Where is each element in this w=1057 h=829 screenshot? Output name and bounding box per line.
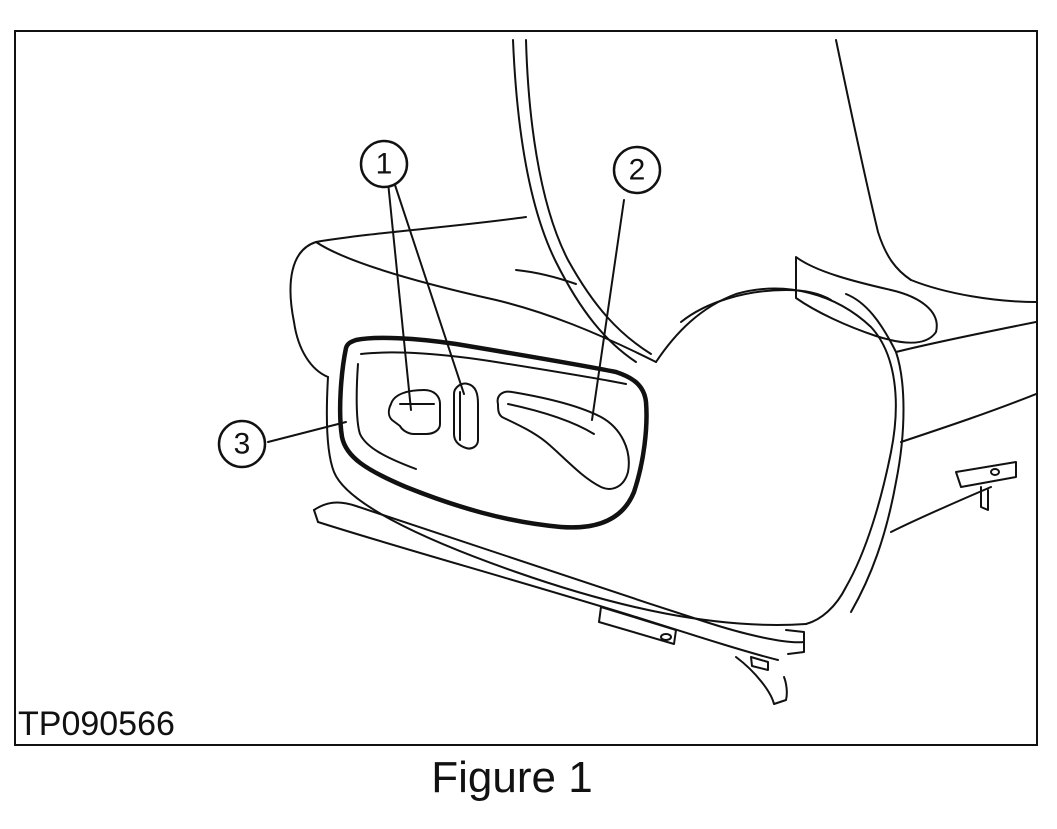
figure-frame: 1 2 3 TP090566 [14, 30, 1038, 746]
figure-id-label: TP090566 [18, 705, 175, 743]
callout-leaders [267, 181, 625, 443]
seat-back-cables [512, 39, 652, 363]
callout-2: 2 [612, 145, 662, 195]
side-trim-panel [337, 335, 649, 530]
seat-recline-lever [496, 390, 630, 490]
seat-track [313, 461, 1017, 705]
callout-2-number: 2 [629, 154, 646, 187]
seat-back [795, 39, 1036, 344]
figure-caption: Figure 1 [431, 753, 593, 802]
callout-3-number: 3 [234, 428, 251, 461]
callout-1-number: 1 [376, 148, 393, 181]
seat-switches [387, 382, 479, 450]
callout-3: 3 [217, 419, 267, 469]
callout-1: 1 [359, 139, 409, 189]
seat-illustration: 1 2 3 [217, 39, 1036, 705]
seat-cushion [289, 216, 1036, 626]
